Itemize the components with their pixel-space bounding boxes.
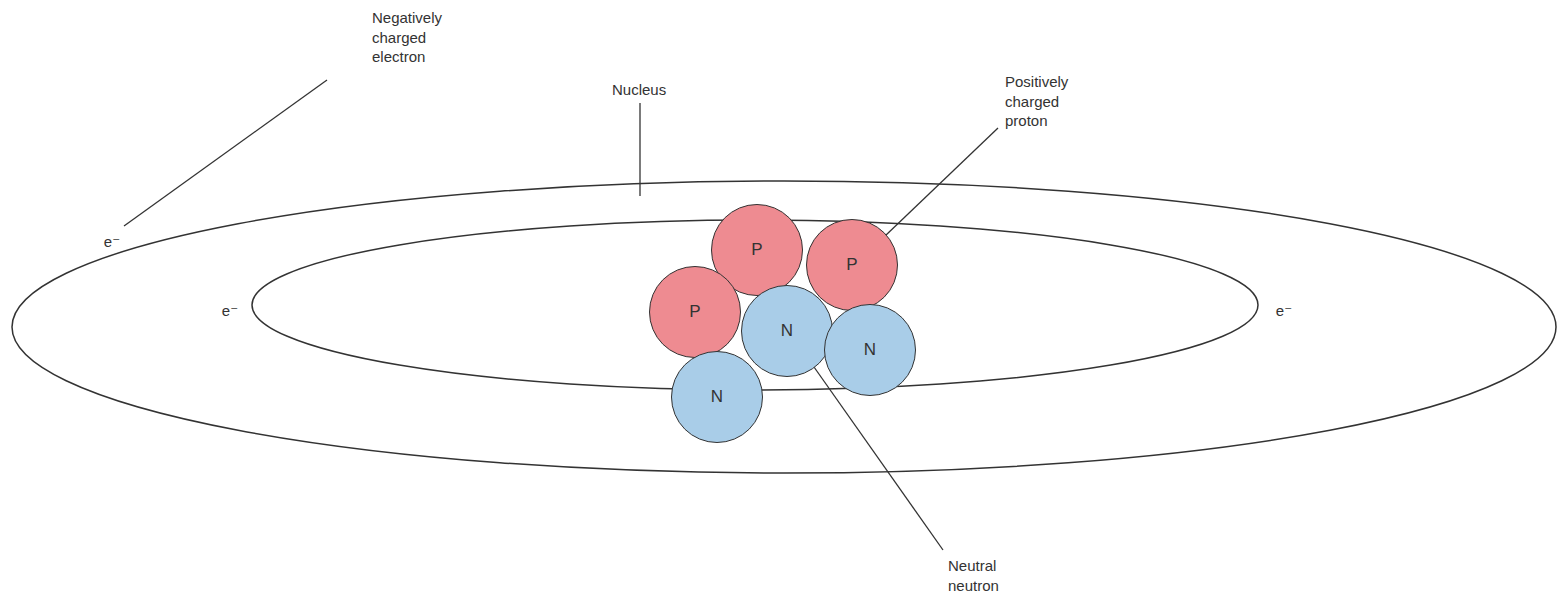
- particle-letter: N: [864, 340, 876, 360]
- particle-letter: N: [781, 321, 793, 341]
- particle-circle: N: [741, 285, 833, 377]
- particle-circle: P: [806, 219, 898, 311]
- part-label: Positively charged proton: [1005, 72, 1068, 131]
- electron-symbol: e⁻: [220, 302, 240, 320]
- particle-letter: P: [751, 240, 762, 260]
- electron-symbol: e⁻: [1274, 302, 1294, 320]
- leader-line: [885, 128, 998, 236]
- particle-letter: P: [689, 302, 700, 322]
- leader-line: [639, 103, 640, 196]
- electron-symbol: e⁻: [102, 233, 122, 251]
- particle-letter: P: [846, 255, 857, 275]
- particle-circle: N: [671, 351, 763, 443]
- particle-letter: N: [711, 387, 723, 407]
- particle-circle: N: [824, 304, 916, 396]
- part-label: Nucleus: [612, 80, 666, 100]
- particle-circle: P: [649, 266, 741, 358]
- leader-line: [124, 80, 327, 226]
- part-label: Negatively charged electron: [372, 8, 442, 67]
- inner-orbit: [252, 220, 1258, 390]
- part-label: Neutral neutron: [948, 556, 999, 595]
- outer-orbit: [12, 181, 1556, 473]
